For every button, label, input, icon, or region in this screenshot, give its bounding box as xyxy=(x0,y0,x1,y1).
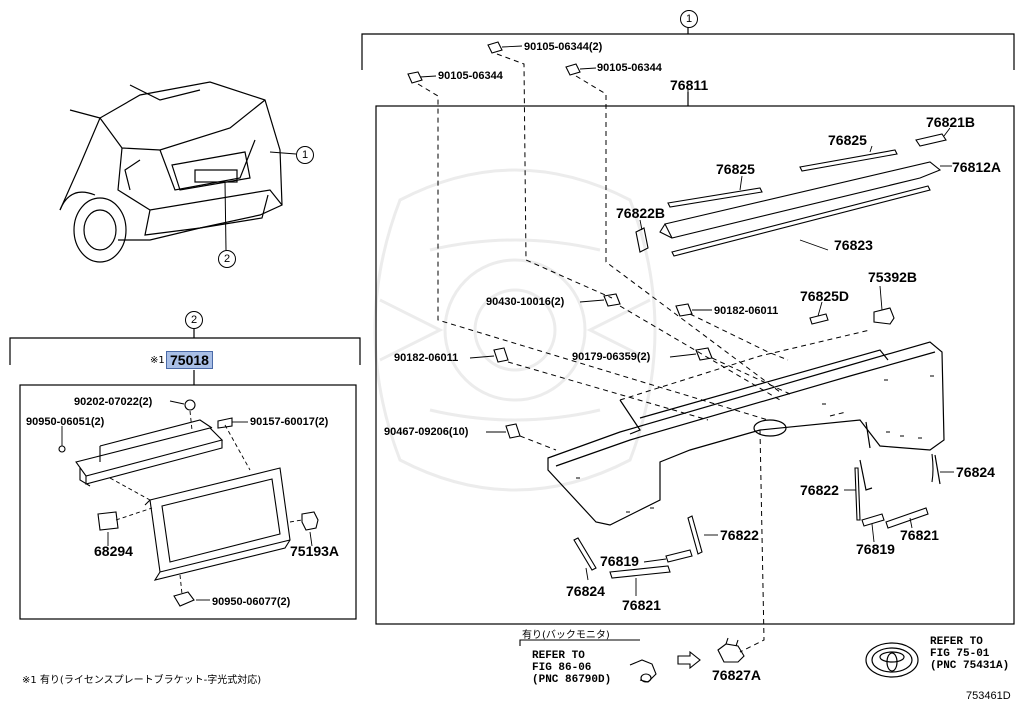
callout-line-1 xyxy=(269,151,297,155)
part-label-90105-06344-top[interactable]: 90105-06344(2) xyxy=(524,41,603,53)
part-label-90950-06051[interactable]: 90950-06051(2) xyxy=(26,416,105,428)
part-label-76825-right[interactable]: 76825 xyxy=(828,132,867,148)
part-label-75193A[interactable]: 75193A xyxy=(290,543,340,559)
license-bracket-leaders xyxy=(61,400,313,601)
part-label-68294[interactable]: 68294 xyxy=(94,543,133,559)
part-label-90950-06077[interactable]: 90950-06077(2) xyxy=(212,596,291,608)
part-label-90467-09206[interactable]: 90467-09206(10) xyxy=(384,426,469,438)
part-label-76822B[interactable]: 76822B xyxy=(616,205,666,221)
part-label-90182-06011-left[interactable]: 90182-06011 xyxy=(394,352,459,364)
refer-camera[interactable]: REFER TO FIG 86-06 (PNC 86790D) xyxy=(532,650,612,686)
vehicle-rear-view xyxy=(59,81,283,263)
watermark-crest xyxy=(373,168,657,492)
callout-2-panel: 2 xyxy=(185,311,203,329)
license-bracket-panel-frame xyxy=(9,328,361,620)
part-label-75392B[interactable]: 75392B xyxy=(868,269,918,285)
part-label-76825-left[interactable]: 76825 xyxy=(716,161,755,177)
figure-id: 753461D xyxy=(966,690,1011,702)
garnish-panel-frame xyxy=(361,26,1015,625)
emblem xyxy=(865,642,919,678)
footnote: ※1 有り(ライセンスプレートブラケット-字光式対応) xyxy=(22,675,262,686)
part-label-76822-bottom[interactable]: 76822 xyxy=(720,527,759,543)
camera-section xyxy=(519,637,745,683)
refer-emblem[interactable]: REFER TO FIG 75-01 (PNC 75431A) xyxy=(930,636,1010,672)
garnish-marks xyxy=(576,375,934,513)
callout-1-car: 1 xyxy=(296,146,314,164)
part-label-76825D[interactable]: 76825D xyxy=(800,288,850,304)
fasteners xyxy=(407,41,713,439)
callout-2-car: 2 xyxy=(218,250,236,268)
license-bracket-dashed xyxy=(109,410,303,595)
camera-note: 有り(バックモニタ) xyxy=(522,630,610,641)
part-label-76819-right[interactable]: 76819 xyxy=(856,541,895,557)
part-label-90105-06344-right[interactable]: 90105-06344 xyxy=(597,62,662,74)
callout-1-top: 1 xyxy=(680,10,698,28)
part-label-90105-06344-left[interactable]: 90105-06344 xyxy=(438,70,503,82)
part-label-90182-06011-right[interactable]: 90182-06011 xyxy=(714,305,779,317)
part-label-76824-bottom[interactable]: 76824 xyxy=(566,583,605,599)
part-label-90157-60017[interactable]: 90157-60017(2) xyxy=(250,416,329,428)
part-label-76821-bottom[interactable]: 76821 xyxy=(622,597,661,613)
garnish-strips xyxy=(635,133,947,325)
license-bracket-parts xyxy=(58,399,319,607)
part-label-76812A[interactable]: 76812A xyxy=(952,159,1002,175)
part-label-90202-07022[interactable]: 90202-07022(2) xyxy=(74,396,153,408)
part-label-76811[interactable]: 76811 xyxy=(670,77,709,93)
part-label-76822-right[interactable]: 76822 xyxy=(800,482,839,498)
part-label-76827A[interactable]: 76827A xyxy=(712,667,762,683)
back-door-garnish xyxy=(547,341,945,526)
part-label-76821-right[interactable]: 76821 xyxy=(900,527,939,543)
callout-line-2 xyxy=(224,181,227,251)
part-label-76824-right[interactable]: 76824 xyxy=(956,464,995,480)
side-strips xyxy=(573,453,934,579)
part-label-76823[interactable]: 76823 xyxy=(834,237,873,253)
part-label-90430-10016[interactable]: 90430-10016(2) xyxy=(486,296,565,308)
assembly-part-75018[interactable]: 75018 xyxy=(166,351,213,369)
assembly-lines xyxy=(417,53,871,653)
part-label-90179-06359[interactable]: 90179-06359(2) xyxy=(572,351,651,363)
part-label-76821B[interactable]: 76821B xyxy=(926,114,976,130)
part-label-76819-bottom[interactable]: 76819 xyxy=(600,553,639,569)
label-leaders xyxy=(419,45,954,596)
bracket-title-prefix: ※1 xyxy=(150,355,165,366)
